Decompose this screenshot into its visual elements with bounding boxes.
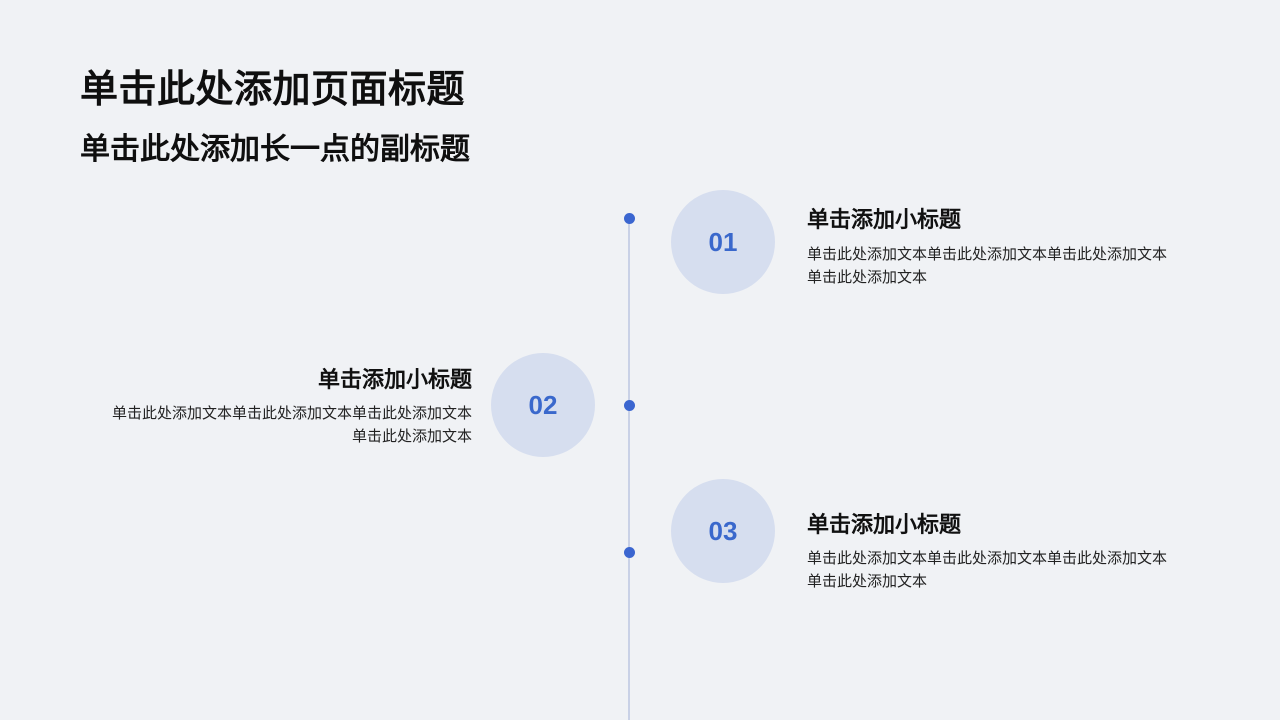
step-heading-1[interactable]: 单击添加小标题	[807, 208, 962, 233]
step-heading-3[interactable]: 单击添加小标题	[807, 513, 962, 538]
step-number-circle-2: 02	[491, 353, 595, 457]
page-subtitle[interactable]: 单击此处添加长一点的副标题	[80, 132, 470, 167]
timeline-dot-3	[624, 547, 635, 558]
timeline-dot-1	[624, 213, 635, 224]
step-number-1: 01	[708, 226, 738, 257]
step-body-2-line-1: 单击此处添加文本单击此处添加文本单击此处添加文本	[111, 404, 472, 422]
step-number-2: 02	[528, 389, 558, 420]
step-number-circle-3: 03	[671, 479, 775, 583]
step-body-3-line-2: 单击此处添加文本	[807, 572, 928, 590]
timeline-dot-2	[624, 400, 635, 411]
step-body-1-line-2: 单击此处添加文本	[807, 268, 928, 286]
timeline-line	[628, 218, 630, 720]
page-title[interactable]: 单击此处添加页面标题	[80, 67, 466, 111]
step-number-circle-1: 01	[671, 190, 775, 294]
step-number-3: 03	[708, 515, 738, 546]
step-body-1-line-1: 单击此处添加文本单击此处添加文本单击此处添加文本	[807, 245, 1168, 263]
step-body-2-line-2: 单击此处添加文本	[351, 427, 472, 445]
step-body-3[interactable]: 单击此处添加文本单击此处添加文本单击此处添加文本 单击此处添加文本	[807, 547, 1167, 593]
step-body-1[interactable]: 单击此处添加文本单击此处添加文本单击此处添加文本 单击此处添加文本	[807, 243, 1167, 289]
step-body-3-line-1: 单击此处添加文本单击此处添加文本单击此处添加文本	[807, 549, 1168, 567]
step-heading-2[interactable]: 单击添加小标题	[317, 368, 472, 393]
step-body-2[interactable]: 单击此处添加文本单击此处添加文本单击此处添加文本 单击此处添加文本	[112, 402, 472, 448]
